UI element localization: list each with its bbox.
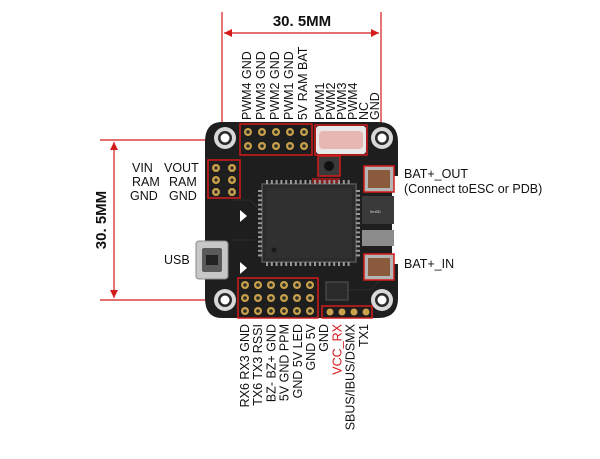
- rx-pad: [350, 308, 358, 316]
- left-label-ram-1: RAM: [132, 175, 160, 189]
- bottom-pin-label: BZ- BZ+ GND: [264, 324, 278, 402]
- bottom-pin-label: RX6 RX3 GND: [238, 324, 252, 407]
- svg-text:0m5D: 0m5D: [370, 209, 381, 214]
- power-labels: BAT+_OUT (Connect toESC or PDB) BAT+_IN: [404, 167, 542, 271]
- esc-pad-label: PWM1: [313, 82, 327, 120]
- bottom-pin-label: GND: [317, 324, 331, 352]
- bat-in-label: BAT+_IN: [404, 257, 454, 271]
- rx-pad: [362, 308, 370, 316]
- usb-label: USB: [164, 253, 190, 267]
- esc-pad-label: PWM3: [335, 82, 349, 120]
- bat-out-note: (Connect toESC or PDB): [404, 182, 542, 196]
- bottom-pin-label: TX1: [357, 324, 371, 347]
- width-label: 30. 5MM: [273, 13, 331, 30]
- left-solder-pads: [207, 159, 241, 199]
- left-pad-labels: VIN VOUT RAM RAM GND GND: [130, 161, 199, 203]
- bottom-pin-label: TX6 TX3 RSSI: [251, 324, 265, 406]
- bottom-pin-header: [237, 277, 319, 319]
- top-pin-header: [239, 123, 313, 156]
- top-pin-label: PWM1 GND: [282, 51, 296, 120]
- mounting-hole-bottom-right: [371, 289, 393, 311]
- receiver-pads: [321, 281, 373, 319]
- boot-button: [312, 155, 341, 186]
- bottom-pin-label: 5V GND PPM: [278, 324, 292, 401]
- width-dimension: 30. 5MM: [221, 12, 382, 130]
- bottom-pin-label: GND 5V: [304, 323, 318, 370]
- bat-out-label: BAT+_OUT: [404, 167, 468, 181]
- mounting-hole-bottom-left: [214, 289, 236, 311]
- direction-arrows: [240, 210, 247, 274]
- left-label-gnd-1: GND: [130, 189, 158, 203]
- usb-connector: [195, 240, 229, 280]
- left-label-ram-2: RAM: [169, 175, 197, 189]
- top-pin-label: PWM2 GND: [268, 51, 282, 120]
- height-label: 30. 5MM: [93, 191, 110, 249]
- top-pin-label: 5V RAM BAT: [296, 46, 310, 120]
- bottom-pin-label: VCC_RX: [330, 323, 344, 374]
- esc-pad-label: PWM2: [324, 82, 338, 120]
- top-pin-label: PWM4 GND: [240, 51, 254, 120]
- top-pin-label: PWM3 GND: [254, 51, 268, 120]
- rx-pad: [326, 308, 334, 316]
- left-label-gnd-2: GND: [169, 189, 197, 203]
- rx-pad: [338, 308, 346, 316]
- bottom-pin-label: GND 5V LED: [291, 324, 305, 398]
- left-label-vout: VOUT: [164, 161, 199, 175]
- mcu-chip: [258, 180, 360, 266]
- left-label-vin: VIN: [132, 161, 153, 175]
- mounting-hole-top-right: [371, 127, 393, 149]
- esc-pad-label: GND: [368, 92, 382, 120]
- esc-pad-label: NC: [357, 102, 371, 120]
- esc-signal-pads: [314, 124, 368, 156]
- power-components: 0m5D: [362, 165, 395, 281]
- esc-pad-label: PWM4: [346, 82, 360, 120]
- height-dimension: 30. 5MM: [93, 139, 218, 301]
- bottom-pin-label: SBUS/IBUS/DSMX: [344, 323, 358, 430]
- mounting-hole-top-left: [214, 127, 236, 149]
